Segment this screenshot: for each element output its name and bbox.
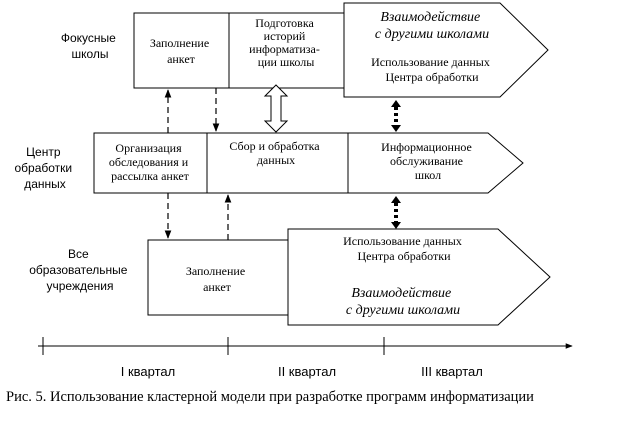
dotted-arrow-head-up-2 bbox=[391, 196, 401, 203]
arrow-box-interact-top bbox=[343, 2, 549, 98]
row-label-all-institutions: Все образовательные учреждения bbox=[29, 247, 131, 293]
box-collect-process bbox=[206, 132, 349, 194]
box-fill-forms-top bbox=[133, 12, 230, 89]
quarter-label-3: III квартал bbox=[421, 364, 483, 379]
dotted-arrow-head-down-2 bbox=[391, 222, 401, 229]
row-label-schools: Фокусные школы bbox=[61, 31, 119, 61]
text-use-data-top: Использование данных Центра обработки bbox=[371, 55, 493, 84]
arrow-box-use-data-bottom bbox=[287, 228, 551, 326]
row-label-center: Центр обработки данных bbox=[15, 145, 76, 191]
text-use-data-bottom: Использование данных Центра обработки bbox=[343, 234, 465, 263]
text-info-service: Информационное обслуживание школ bbox=[381, 140, 475, 182]
text-fill-forms-top: Заполнение анкет bbox=[150, 36, 212, 66]
dotted-double-arrows bbox=[391, 100, 401, 229]
dotted-arrow-head-down-1 bbox=[391, 125, 401, 132]
text-organize-survey: Организация обследования и рассылка анке… bbox=[109, 141, 191, 183]
arrow-box-info-service bbox=[347, 132, 524, 194]
box-prepare-history bbox=[228, 12, 345, 89]
connectors bbox=[164, 88, 232, 240]
quarter-label-1: I квартал bbox=[121, 364, 175, 379]
text-prepare-history: Подготовка историй информатиза- ции школ… bbox=[249, 16, 323, 69]
text-fill-forms-bottom: Заполнение анкет bbox=[186, 264, 248, 294]
text-collect-process: Сбор и обработка данных bbox=[229, 139, 322, 167]
figure-caption: Рис. 5. Использование кластерной модели … bbox=[6, 389, 534, 405]
text-interact-top: Взаимодействие с другими школами bbox=[375, 10, 489, 42]
dotted-arrow-head-up-1 bbox=[391, 100, 401, 107]
box-organize-survey bbox=[93, 132, 208, 194]
quarter-label-2: II квартал bbox=[278, 364, 336, 379]
text-interact-bottom: Взаимодействие с другими школами bbox=[346, 286, 460, 318]
center-row bbox=[93, 132, 524, 194]
hollow-double-arrow bbox=[263, 84, 289, 133]
schools-row bbox=[133, 2, 549, 98]
timeline bbox=[38, 337, 573, 355]
institutions-row bbox=[147, 228, 551, 326]
